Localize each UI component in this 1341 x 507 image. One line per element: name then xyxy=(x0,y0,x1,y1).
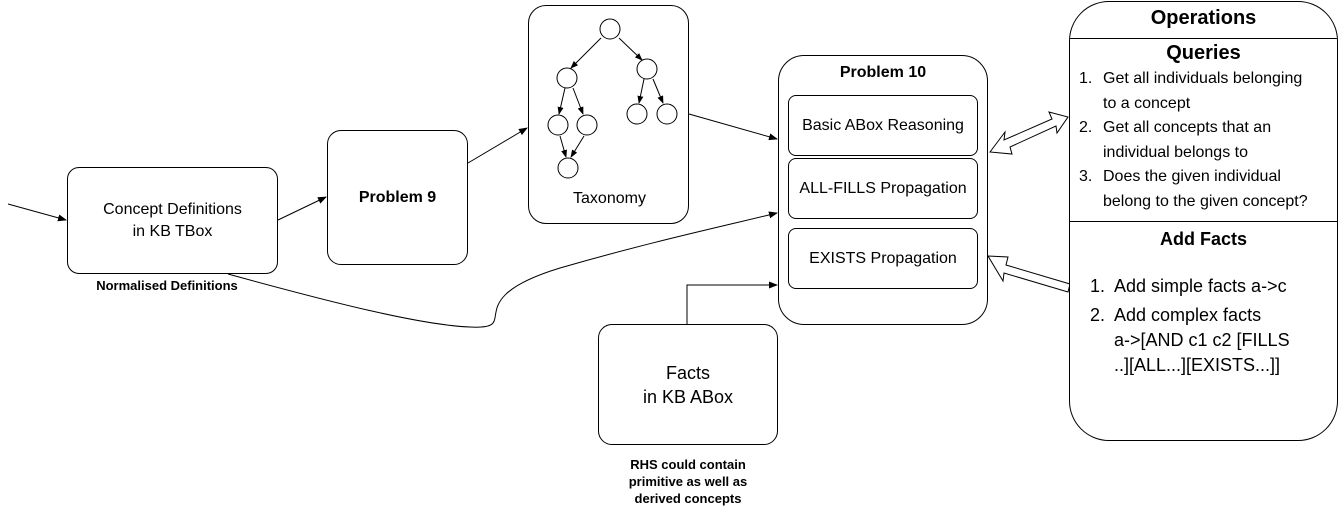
operations-divider-middle xyxy=(1070,221,1337,222)
problem10-title: Problem 10 xyxy=(839,64,927,81)
tree-node xyxy=(557,157,579,179)
taxonomy-label: Taxonomy xyxy=(573,190,646,207)
operations-title: Operations xyxy=(1150,7,1257,29)
all-fills-propagation-box: ALL-FILLS Propagation xyxy=(788,158,978,219)
tree-node xyxy=(626,103,648,125)
problem10-box: Problem 10 Basic ABox Reasoning ALL-FILL… xyxy=(778,55,988,325)
add-facts-title: Add Facts xyxy=(1159,229,1247,249)
query-item: 1. Get all individuals belonging to a co… xyxy=(1079,70,1303,112)
basic-abox-reasoning-label: Basic ABox Reasoning xyxy=(802,116,964,134)
taxonomy-box: Taxonomy xyxy=(528,5,689,224)
problem9-label: Problem 9 xyxy=(358,188,437,206)
normalised-definitions-curve xyxy=(227,211,778,328)
tree-node xyxy=(636,58,658,80)
concept-definitions-box: Concept Definitions in KB TBox xyxy=(67,167,278,274)
normalised-definitions-label: Normalised Definitions xyxy=(96,278,238,293)
concept-definitions-line1: Concept Definitions xyxy=(103,200,242,218)
facts-to-problem10-arrow xyxy=(686,281,778,324)
queries-list: 1. Get all individuals belonging to a co… xyxy=(1079,67,1337,214)
problem9-box: Problem 9 xyxy=(327,130,468,265)
facts-box: Facts in KB ABox xyxy=(598,324,778,445)
concept-definitions-line2: in KB TBox xyxy=(132,222,213,240)
queries-double-arrow xyxy=(989,111,1069,155)
exists-propagation-label: EXISTS Propagation xyxy=(809,249,957,267)
basic-abox-reasoning-box: Basic ABox Reasoning xyxy=(788,95,978,156)
facts-line2: in KB ABox xyxy=(642,386,734,407)
all-fills-propagation-label: ALL-FILLS Propagation xyxy=(799,179,967,197)
facts-line1: Facts xyxy=(665,362,710,383)
rhs-note-line2: primitive as well as xyxy=(628,474,748,489)
tree-node xyxy=(599,18,621,40)
queries-title: Queries xyxy=(1166,42,1241,64)
taxonomy-tree xyxy=(547,18,678,179)
rhs-note-line3: derived concepts xyxy=(634,491,742,506)
tree-node xyxy=(656,103,678,125)
operations-divider-top xyxy=(1070,38,1337,39)
tree-node xyxy=(556,67,578,89)
tree-node xyxy=(547,114,569,136)
query-item: 3. Does the given individual belong to t… xyxy=(1079,168,1308,210)
tree-node xyxy=(576,114,598,136)
rhs-note: RHS could contain primitive as well as d… xyxy=(598,456,778,507)
concept-to-problem9-arrow xyxy=(277,196,327,221)
add-fact-item: 2. Add complex facts a->[AND c1 c2 [FILL… xyxy=(1090,305,1290,375)
problem9-to-taxonomy-arrow xyxy=(467,127,528,164)
taxonomy-to-problem10-arrow xyxy=(688,113,778,141)
exists-propagation-box: EXISTS Propagation xyxy=(788,228,978,289)
operations-panel: Operations Queries 1. Get all individual… xyxy=(1069,1,1338,441)
add-facts-arrow xyxy=(987,255,1071,293)
input-arrow xyxy=(7,203,67,222)
rhs-note-line1: RHS could contain xyxy=(630,457,746,472)
query-item: 2. Get all concepts that an individual b… xyxy=(1079,119,1272,161)
add-fact-item: 1. Add simple facts a->c xyxy=(1090,276,1287,296)
add-facts-list: 1. Add simple facts a->c 2. Add complex … xyxy=(1090,274,1335,378)
